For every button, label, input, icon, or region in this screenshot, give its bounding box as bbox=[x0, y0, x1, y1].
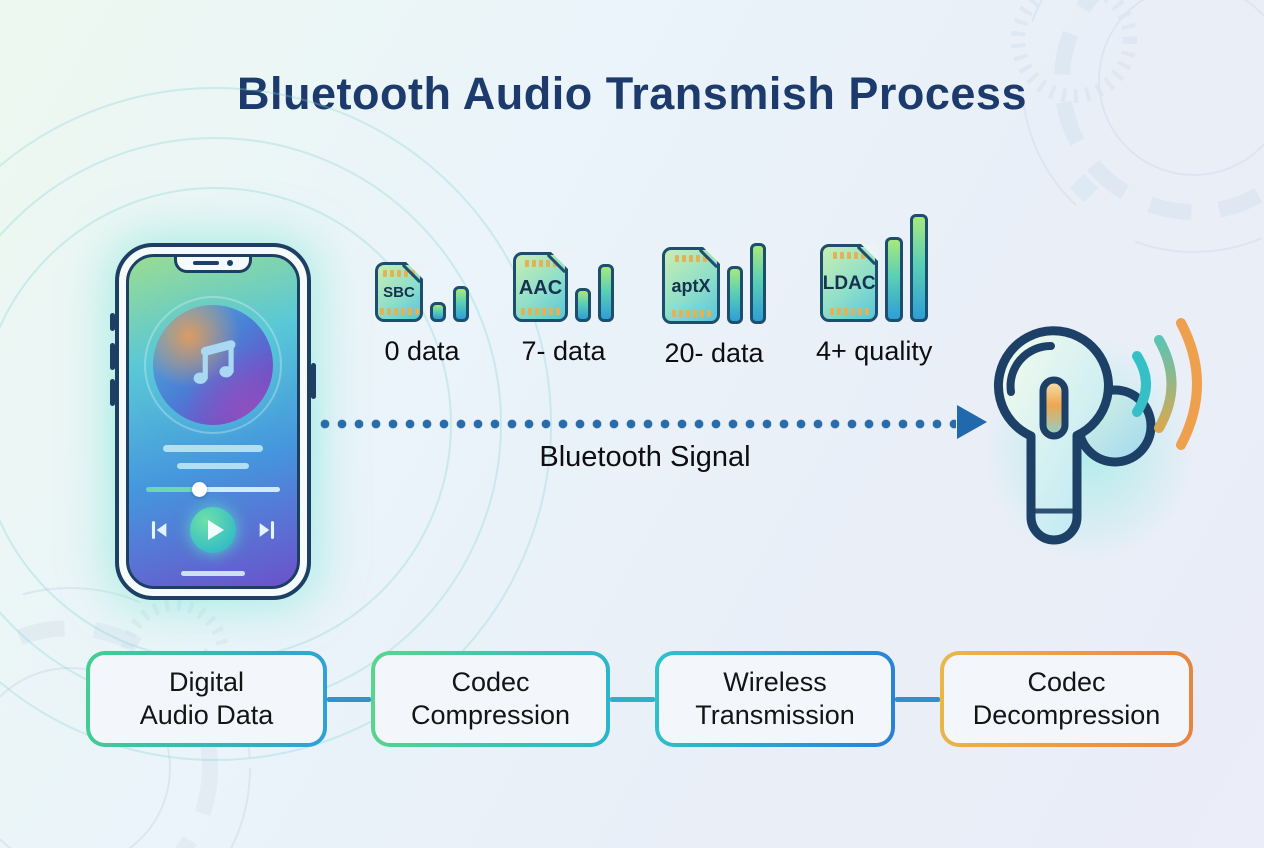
process-step-digital-audio-data: Digital Audio Data bbox=[86, 651, 327, 747]
bluetooth-dotted-arrow bbox=[320, 419, 956, 429]
step-label-line2: Decompression bbox=[972, 700, 1161, 730]
step-label-line2: Audio Data bbox=[139, 700, 274, 730]
card-pins bbox=[675, 255, 707, 262]
step-label-line1: Codec bbox=[451, 666, 530, 697]
step-label-line1: Codec bbox=[1027, 666, 1106, 697]
sound-wave-icon bbox=[1132, 351, 1151, 417]
codec-name: AAC bbox=[518, 276, 563, 299]
phone-volume-button bbox=[110, 379, 115, 406]
signal-bar-icon bbox=[910, 214, 929, 322]
codec-name: aptX bbox=[671, 276, 711, 296]
sd-card-icon: AAC bbox=[513, 252, 568, 322]
flow-connector bbox=[895, 696, 940, 702]
codec-name: SBC bbox=[383, 284, 415, 301]
signal-bar-icon bbox=[727, 266, 743, 324]
signal-bar-icon bbox=[750, 243, 766, 324]
codec-item-ldac: LDAC 4+ quality bbox=[816, 214, 932, 367]
card-pins bbox=[383, 270, 415, 277]
phone-illustration bbox=[110, 243, 316, 600]
phone-volume-button bbox=[110, 343, 115, 370]
home-indicator bbox=[181, 571, 245, 576]
signal-bar-icon bbox=[885, 237, 904, 322]
sound-wave-icon bbox=[1176, 318, 1202, 450]
codec-item-aptx: aptX 20- data bbox=[662, 243, 766, 369]
phone-power-button bbox=[311, 363, 316, 399]
flow-connector bbox=[610, 696, 655, 702]
signal-bar-icon bbox=[453, 286, 469, 322]
process-flow: Digital Audio Data Codec Compression Wir… bbox=[86, 651, 1193, 747]
slider-knob bbox=[191, 482, 207, 497]
phone-volume-button bbox=[110, 313, 115, 331]
earbud-illustration bbox=[994, 318, 1202, 545]
phone-screen bbox=[126, 254, 300, 589]
circuit-decoration-top-right bbox=[1011, 0, 1264, 253]
earbud-inner-arc bbox=[1006, 341, 1055, 396]
sd-card-icon: LDAC bbox=[820, 244, 879, 322]
sound-wave-icon bbox=[1154, 335, 1177, 433]
codec-label: 4+ quality bbox=[816, 336, 933, 366]
album-art bbox=[144, 296, 282, 434]
process-step-codec-compression: Codec Compression bbox=[371, 651, 610, 747]
flow-connector bbox=[327, 696, 371, 702]
card-pins bbox=[521, 308, 560, 315]
card-pins bbox=[829, 308, 869, 315]
card-pins bbox=[379, 308, 419, 315]
process-step-wireless-transmission: Wireless Transmission bbox=[655, 651, 895, 747]
signal-bar-icon bbox=[430, 302, 446, 322]
card-pins bbox=[671, 310, 711, 317]
codec-label: 7- data bbox=[521, 336, 606, 366]
music-note-icon bbox=[193, 340, 236, 384]
player-controls bbox=[129, 507, 297, 553]
codec-label: 20- data bbox=[664, 338, 764, 368]
codec-item-sbc: SBC 0 data bbox=[375, 262, 469, 367]
next-track-icon bbox=[259, 521, 275, 539]
play-button-icon bbox=[190, 507, 236, 553]
bluetooth-signal-label: Bluetooth Signal bbox=[539, 441, 751, 473]
sd-card-icon: aptX bbox=[662, 247, 720, 324]
step-label-line2: Compression bbox=[410, 700, 571, 730]
codec-name: LDAC bbox=[822, 273, 876, 294]
page-title: Bluetooth Audio Transmish Process bbox=[237, 68, 1027, 119]
sd-card-icon: SBC bbox=[375, 262, 423, 322]
step-label-line2: Transmission bbox=[695, 700, 855, 730]
card-pins bbox=[524, 260, 557, 267]
artist-placeholder bbox=[177, 463, 249, 469]
previous-track-icon bbox=[151, 521, 167, 539]
song-title-placeholder bbox=[163, 445, 263, 452]
step-label-line1: Digital bbox=[168, 666, 245, 697]
card-pins bbox=[833, 252, 866, 259]
codec-item-aac: AAC 7- data bbox=[513, 250, 614, 367]
progress-slider bbox=[146, 482, 280, 497]
camera-dot bbox=[227, 260, 233, 266]
codec-label: 0 data bbox=[384, 336, 460, 366]
earbud-sensor-pill bbox=[1039, 376, 1069, 440]
signal-bar-icon bbox=[598, 264, 614, 322]
phone-notch bbox=[174, 257, 252, 273]
process-step-codec-decompression: Codec Decompression bbox=[940, 651, 1193, 747]
speaker-slit bbox=[193, 261, 219, 265]
step-label-line1: Wireless bbox=[723, 666, 827, 697]
signal-bar-icon bbox=[575, 288, 591, 322]
